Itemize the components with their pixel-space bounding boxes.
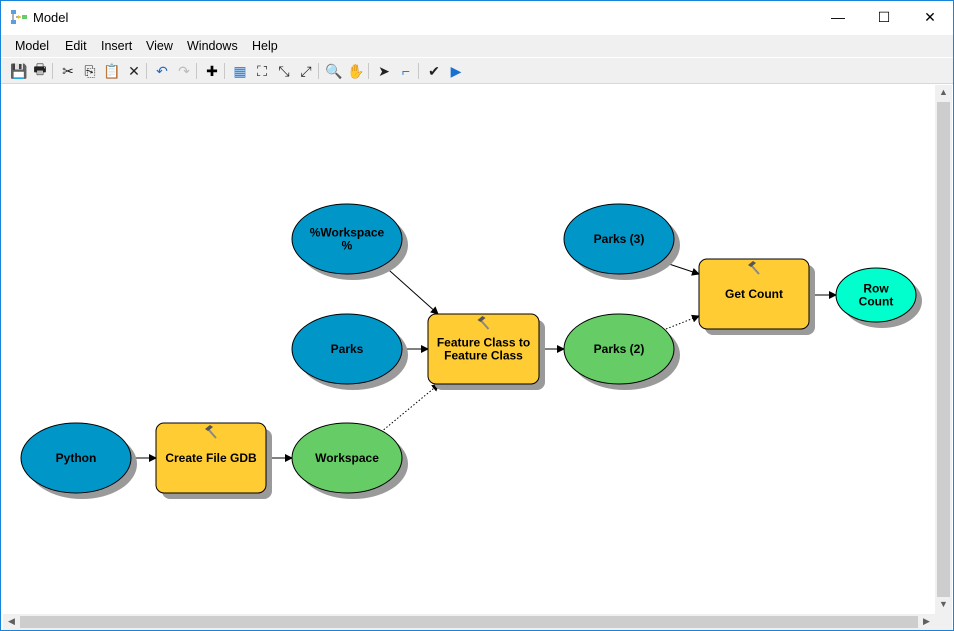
toolbar-separator [52,63,53,79]
input-variable-ellipse[interactable] [291,313,403,385]
node-label: Workspace [315,451,379,465]
redo-icon[interactable]: ↷ [178,62,190,79]
connect-icon[interactable]: ⌐ [401,63,411,79]
paste-icon[interactable]: 📋 [103,62,121,79]
window-title: Model [33,10,69,25]
node-label: Parks (2) [594,342,645,356]
undo-icon[interactable]: ↶ [156,62,168,79]
node-label: Row [863,282,889,296]
horizontal-scrollbar[interactable]: ◀ ▶ [3,614,935,630]
node-label: Feature Class to [437,336,530,350]
output-variable-ellipse[interactable] [563,313,675,385]
cut-icon[interactable]: ✂ [62,62,74,79]
print-icon[interactable]: 🖶 [33,61,47,77]
tool-box[interactable] [155,422,267,494]
menu-insert[interactable]: Insert [101,39,133,53]
node-label: Parks [331,342,364,356]
toolbar-separator [318,63,319,79]
tool-box[interactable] [427,313,540,385]
node-label: Create File GDB [165,451,257,465]
connector-workspace-to-fc-to-fc[interactable] [380,383,440,433]
fixed-zoom-out-icon[interactable]: ⤢ [300,62,312,79]
node-workspace-var[interactable]: %Workspace% [291,203,408,280]
vertical-scrollbar[interactable]: ▲ ▼ [935,85,952,614]
model-canvas[interactable]: Python Create File GDB Workspace %Workspace… [3,85,935,614]
menu-model[interactable]: Model [15,39,50,53]
toolbar-separator [146,63,147,79]
node-parks-2[interactable]: Parks (2) [563,313,680,390]
add-data-icon[interactable]: ✚ [206,62,218,79]
toolbar-separator [418,63,419,79]
fixed-zoom-in-icon[interactable]: ⤡ [278,62,290,79]
node-workspace[interactable]: Workspace [291,422,408,499]
menu-view[interactable]: View [146,39,173,53]
run-icon[interactable]: ▶ [450,62,462,79]
delete-icon[interactable]: ✕ [128,62,140,79]
output-variable-ellipse[interactable] [291,422,403,494]
node-label: Count [859,295,894,309]
title-bar: Model — ☐ ✕ [1,1,953,33]
node-label: Parks (3) [594,232,645,246]
node-get-count[interactable]: Get Count [698,258,815,335]
vertical-scroll-thumb[interactable] [937,102,950,597]
scroll-up-icon[interactable]: ▲ [939,87,948,97]
model-diagram: Python Create File GDB Workspace %Workspace… [20,203,922,499]
horizontal-scroll-thumb[interactable] [20,616,918,628]
node-label: % [342,239,353,253]
input-variable-ellipse[interactable] [291,203,403,275]
final-variable-ellipse[interactable] [835,267,917,323]
menu-help[interactable]: Help [252,39,278,53]
toolbar: 💾 🖶 ✂ ⎘ 📋 ✕ ↶ ↷ ✚ ▦ ⛶ ⤡ ⤢ 🔍✋ ➤ ⌐ ✔ ▶ [1,58,953,84]
toolbar-separator [224,63,225,79]
zoom-in-icon[interactable]: 🔍 [325,62,343,79]
node-python[interactable]: Python [20,422,137,499]
pan-icon[interactable]: ✋ [347,62,365,79]
node-label: Feature Class [444,349,523,363]
hammer-icon [748,261,760,275]
close-button[interactable]: ✕ [924,8,936,25]
input-variable-ellipse[interactable] [20,422,132,494]
connector-workspace-var-to-fc-to-fc[interactable] [380,262,439,315]
node-parks-3[interactable]: Parks (3) [563,203,680,280]
node-label: %Workspace [310,226,385,240]
node-parks[interactable]: Parks [291,313,408,390]
copy-icon[interactable]: ⎘ [84,62,96,79]
connector-parks-3-to-get-count[interactable] [665,262,700,276]
scroll-left-icon[interactable]: ◀ [8,616,15,626]
menu-bar: Model Edit Insert View Windows Help [1,35,953,57]
auto-layout-icon[interactable]: ▦ [233,62,247,79]
input-variable-ellipse[interactable] [563,203,675,275]
menu-edit[interactable]: Edit [65,39,87,53]
tool-box[interactable] [698,258,810,330]
node-label: Python [56,451,97,465]
maximize-button[interactable]: ☐ [877,8,891,25]
hammer-icon [205,425,217,439]
select-icon[interactable]: ➤ [378,62,390,79]
scroll-down-icon[interactable]: ▼ [939,599,948,609]
toolbar-separator [368,63,369,79]
model-app-icon [11,10,27,24]
scroll-right-icon[interactable]: ▶ [923,616,930,626]
save-icon[interactable]: 💾 [10,62,28,79]
connector-parks-2-to-get-count[interactable] [665,314,700,330]
toolbar-separator [196,63,197,79]
hammer-icon [477,316,490,330]
node-label: Get Count [725,287,783,301]
node-create-gdb[interactable]: Create File GDB [155,422,272,499]
minimize-button[interactable]: — [831,9,845,25]
scroll-corner [935,614,952,630]
validate-icon[interactable]: ✔ [428,62,440,79]
menu-windows[interactable]: Windows [187,39,238,53]
full-extent-icon[interactable]: ⛶ [257,62,267,79]
